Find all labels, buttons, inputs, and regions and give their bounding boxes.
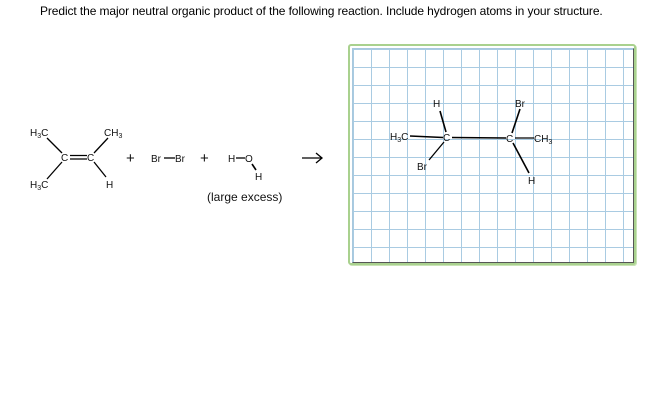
bond-line[interactable]	[451, 136, 507, 139]
carbon-label-right: C	[87, 153, 94, 164]
bond-line	[251, 163, 257, 171]
bond-line	[93, 161, 107, 178]
drawing-grid[interactable]	[352, 48, 634, 263]
oxygen-label: O	[245, 154, 253, 165]
methyl-label-right[interactable]: CH3	[534, 134, 552, 146]
reagent-bromine: Br Br	[151, 154, 186, 165]
wedge-bond-line[interactable]	[439, 110, 447, 133]
plus-sign: +	[126, 150, 135, 167]
bond-line[interactable]	[428, 141, 445, 161]
water-note: (large excess)	[207, 190, 282, 204]
reactant-alkene: H3C CH3 C C H3C H	[30, 128, 122, 192]
methyl-label-top-right: CH3	[104, 128, 122, 140]
methyl-label-left[interactable]: H3C	[390, 132, 408, 144]
bond-line[interactable]	[512, 142, 530, 174]
methyl-label-top-left: H3C	[30, 128, 48, 140]
reaction-arrow-icon	[302, 152, 324, 164]
bond-line	[46, 137, 63, 154]
bond-line[interactable]	[409, 135, 444, 139]
question-prompt: Predict the major neutral organic produc…	[40, 4, 603, 18]
bond-line[interactable]	[511, 108, 521, 134]
bromine-label-top[interactable]: Br	[515, 99, 526, 110]
hydrogen-label: H	[255, 172, 262, 183]
plus-sign: +	[200, 150, 209, 167]
carbon-label-left[interactable]: C	[443, 133, 450, 144]
bromine-label-bottom[interactable]: Br	[417, 162, 428, 173]
methyl-label-bottom-left: H3C	[30, 180, 48, 192]
bond-line	[46, 161, 63, 180]
carbon-label-left: C	[61, 153, 68, 164]
product-structure[interactable]: H3C C H Br C Br CH3 H	[390, 99, 552, 187]
hydrogen-label: H	[106, 180, 113, 191]
reagent-water: H O H	[228, 154, 262, 183]
bromine-atom-label: Br	[175, 154, 186, 165]
drawing-canvas[interactable]	[348, 44, 636, 265]
hydrogen-label-bottom[interactable]: H	[528, 176, 535, 187]
bromine-atom-label: Br	[151, 154, 162, 165]
carbon-label-right[interactable]: C	[506, 134, 513, 145]
bond-line	[93, 137, 109, 154]
hydrogen-label-top[interactable]: H	[433, 99, 440, 110]
hydrogen-label: H	[228, 154, 235, 165]
